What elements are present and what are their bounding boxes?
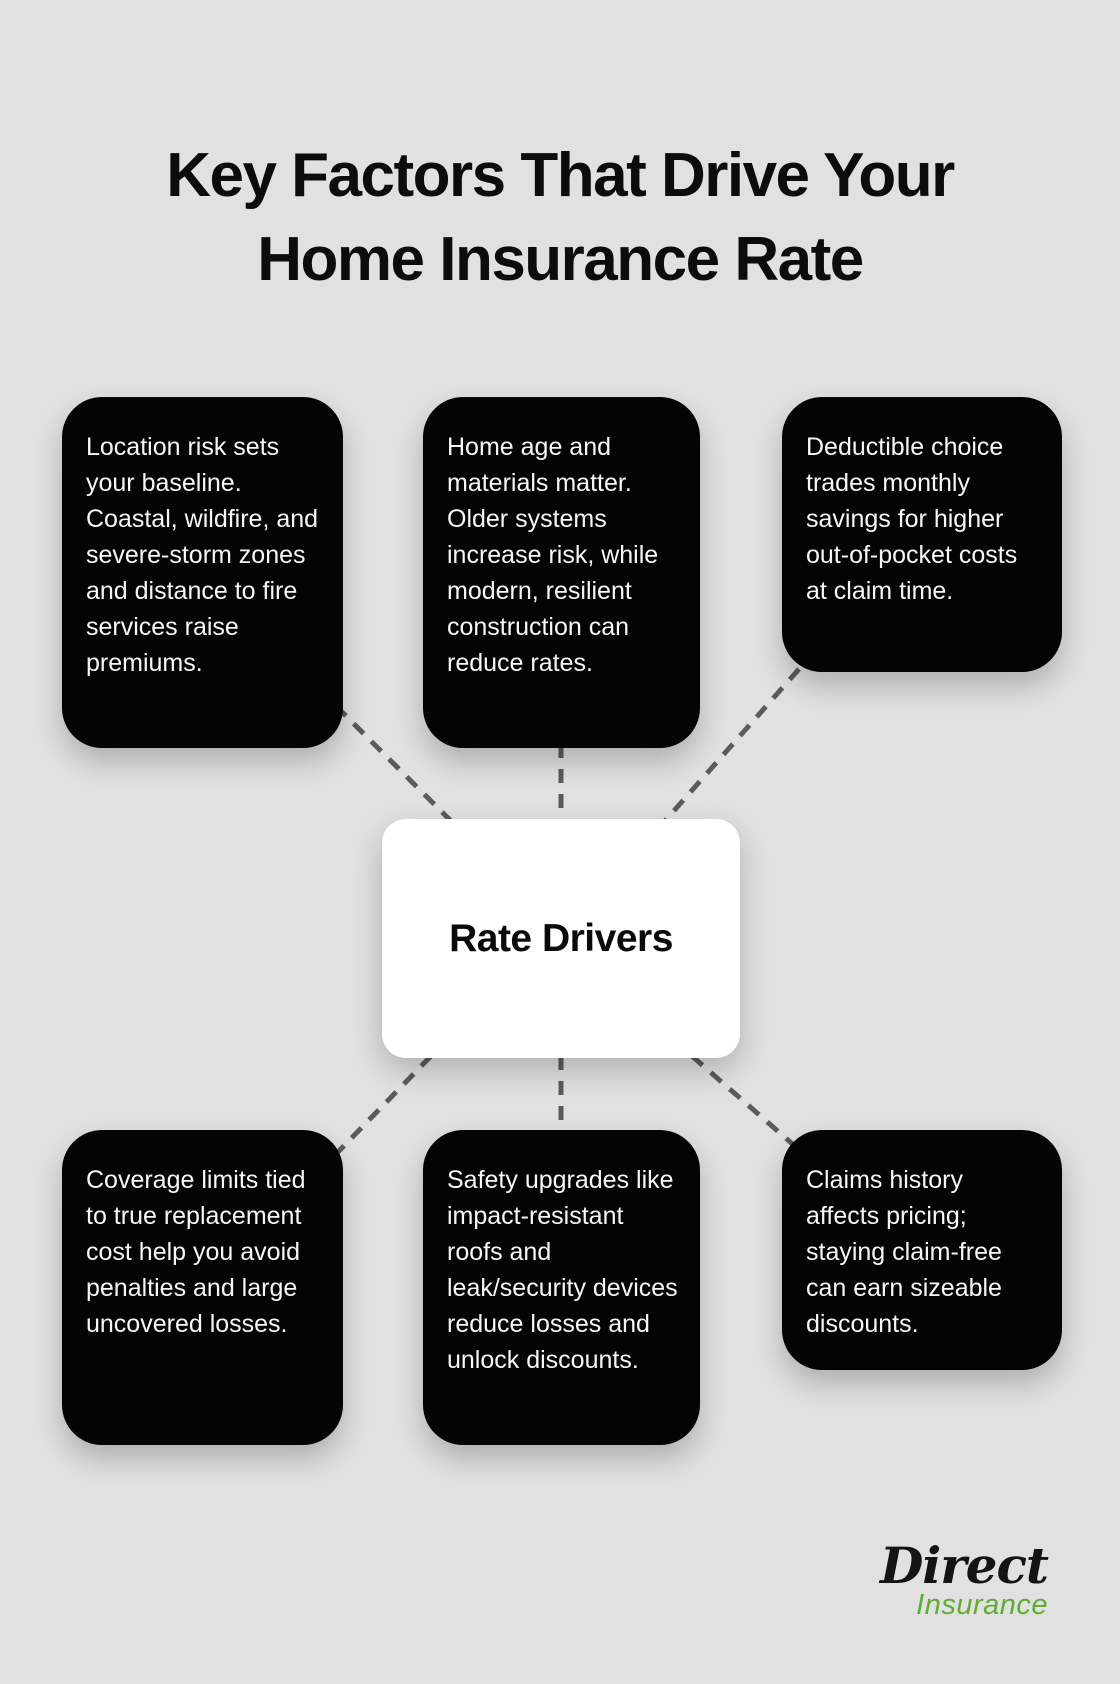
factor-card-deductible: Deductible choice trades monthly savings… <box>782 397 1062 672</box>
factor-text-safety-upgrades: Safety upgrades like impact-resistant ro… <box>447 1166 678 1374</box>
logo-insurance-text: Insurance <box>916 1589 1048 1621</box>
factor-text-claims-history: Claims history affects pricing; staying … <box>806 1166 1002 1338</box>
page-title-line2: Home Insurance Rate <box>257 224 864 294</box>
center-node-rate-drivers: Rate Drivers <box>382 819 740 1058</box>
brand-logo: Direct Insurance <box>879 1536 1049 1621</box>
center-node-label: Rate Drivers <box>449 916 673 960</box>
factor-text-location-risk: Location risk sets your baseline. Coasta… <box>86 433 319 677</box>
connector-bottom-left <box>336 1054 433 1154</box>
factor-card-location-risk: Location risk sets your baseline. Coasta… <box>62 397 343 748</box>
factor-card-claims-history: Claims history affects pricing; staying … <box>782 1130 1062 1370</box>
factor-text-home-age: Home age and materials matter. Older sys… <box>447 433 659 677</box>
connector-bottom-right <box>690 1054 799 1150</box>
factor-card-home-age: Home age and materials matter. Older sys… <box>423 397 700 748</box>
page-title: Key Factors That Drive Your Home Insuran… <box>0 134 1120 302</box>
factor-card-coverage-limits: Coverage limits tied to true replacement… <box>62 1130 343 1445</box>
connector-top-right <box>662 667 801 824</box>
logo-direct-text: Direct <box>879 1536 1049 1595</box>
connector-top-left <box>334 704 454 824</box>
factor-card-safety-upgrades: Safety upgrades like impact-resistant ro… <box>423 1130 700 1445</box>
page-title-line1: Key Factors That Drive Your <box>166 140 955 210</box>
factor-text-coverage-limits: Coverage limits tied to true replacement… <box>86 1166 306 1338</box>
factor-text-deductible: Deductible choice trades monthly savings… <box>806 433 1018 605</box>
